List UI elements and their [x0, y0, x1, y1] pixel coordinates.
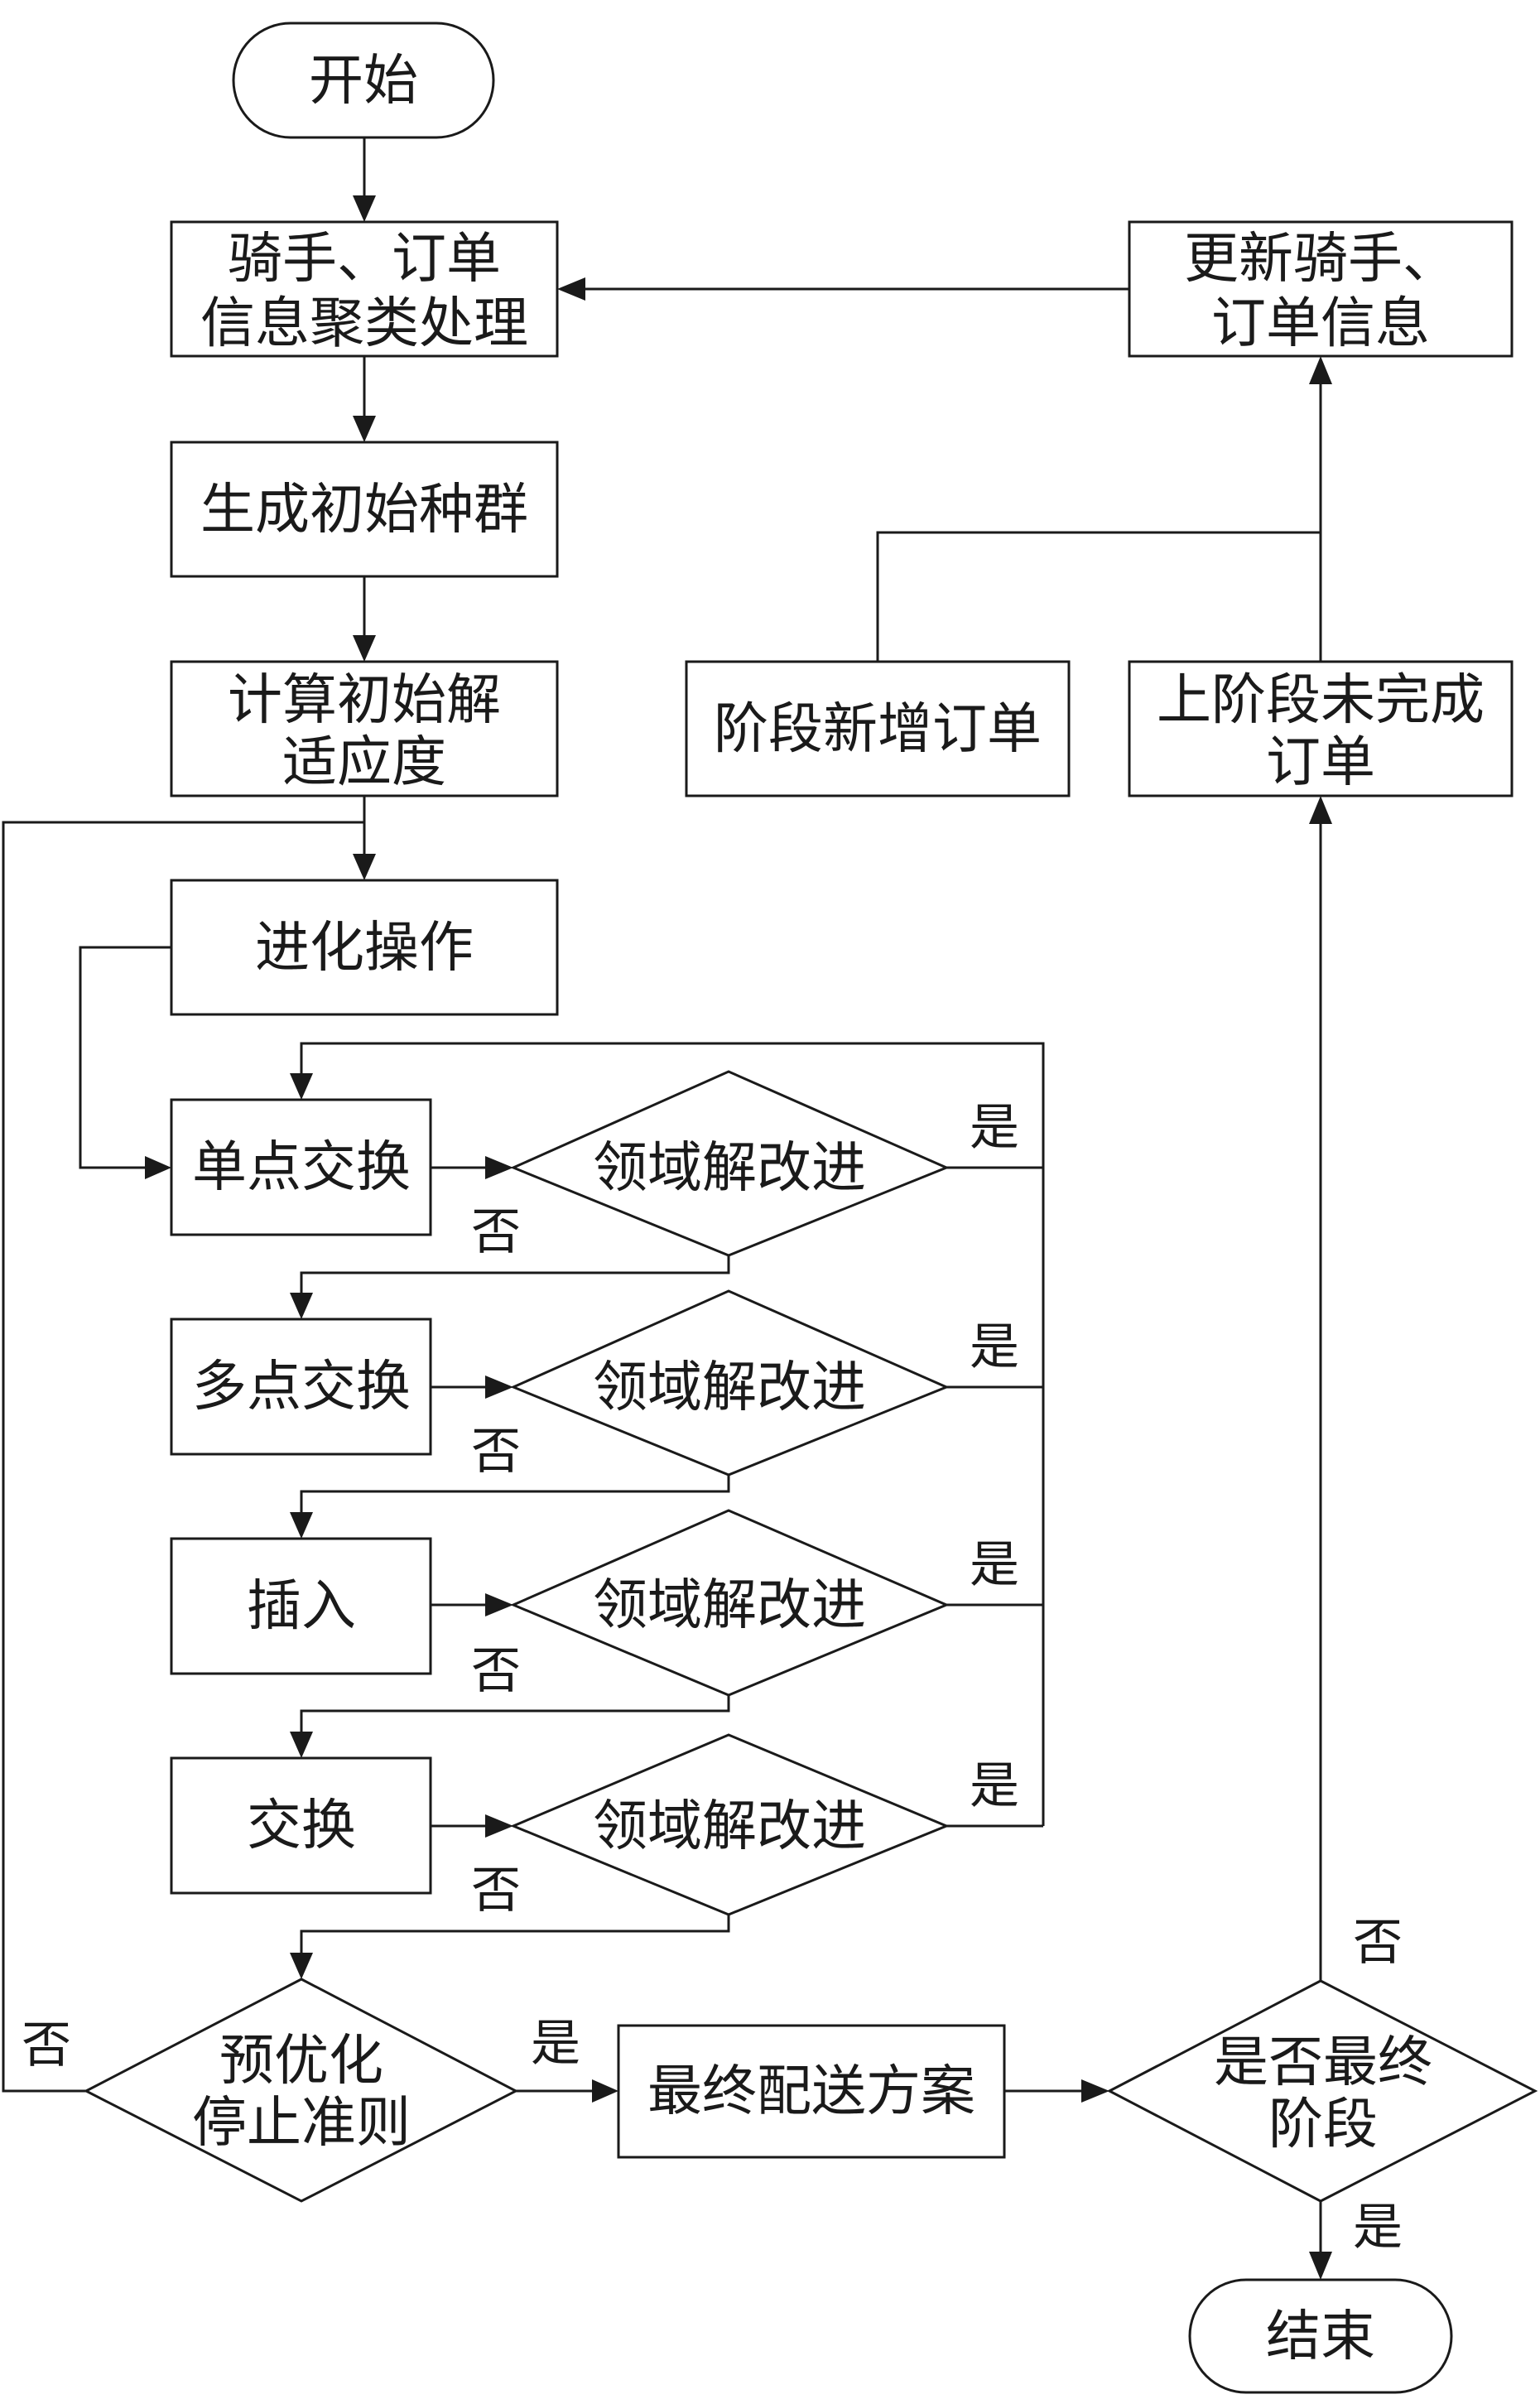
cluster-node: 骑手、订单 信息聚类处理: [170, 220, 559, 358]
final-plan-node: 最终配送方案: [617, 2024, 1006, 2159]
final-stage-label-line1: 是否最终: [1214, 2031, 1432, 2094]
new-orders-label: 阶段新增订单: [714, 697, 1042, 761]
update-label-line1: 更新骑手、: [1184, 227, 1457, 291]
final-stage-no-label: 否: [1353, 1914, 1403, 1972]
no-label-1: 否: [471, 1203, 521, 1261]
update-info-node: 更新骑手、 订单信息: [1128, 220, 1514, 358]
op-single-swap-node: 单点交换: [170, 1098, 432, 1236]
improve-diamond-4: 领域解改进: [510, 1733, 950, 1916]
improve-label-1: 领域解改进: [593, 1136, 866, 1200]
fitness-label-line2: 适应度: [282, 730, 446, 794]
stop-yes-label: 是: [531, 2015, 580, 2073]
end-label: 结束: [1266, 2305, 1375, 2368]
op-multi-swap-node: 多点交换: [170, 1318, 432, 1456]
final-stage-yes-label: 是: [1353, 2199, 1403, 2257]
improve-diamond-1: 领域解改进: [510, 1070, 950, 1257]
yes-label-3: 是: [970, 1536, 1019, 1594]
improve-diamond-2: 领域解改进: [510, 1289, 950, 1477]
end-node: 结束: [1188, 2278, 1453, 2394]
stop-no-label: 否: [22, 2016, 71, 2074]
final-stage-diamond: 是否最终 阶段: [1106, 1979, 1538, 2203]
no-label-4: 否: [471, 1862, 521, 1920]
improve-diamond-3: 领域解改进: [510, 1509, 950, 1697]
yes-label-4: 是: [970, 1757, 1019, 1815]
new-orders-node: 阶段新增订单: [685, 660, 1071, 797]
unfinished-label-line2: 订单: [1266, 730, 1375, 794]
improve-label-2: 领域解改进: [593, 1356, 866, 1419]
op-insert-node: 插入: [170, 1537, 432, 1675]
stop-criterion-diamond: 预优化 停止准则: [83, 1978, 519, 2203]
op-multi-swap-label: 多点交换: [192, 1355, 411, 1419]
evolve-node: 进化操作: [170, 879, 559, 1016]
connectors: [2, 137, 1332, 2280]
evolve-label: 进化操作: [255, 916, 474, 980]
op-insert-label: 插入: [247, 1574, 356, 1638]
stop-label-line2: 停止准则: [192, 2091, 411, 2155]
update-label-line2: 订单信息: [1211, 291, 1430, 355]
cluster-label-line1: 骑手、订单: [228, 227, 501, 291]
no-label-3: 否: [471, 1642, 521, 1700]
stop-label-line1: 预优化: [219, 2029, 383, 2093]
fitness-node: 计算初始解 适应度: [170, 660, 559, 797]
op-exchange-label: 交换: [247, 1794, 356, 1857]
yes-label-1: 是: [970, 1099, 1019, 1157]
yes-label-2: 是: [970, 1318, 1019, 1376]
op-single-swap-label: 单点交换: [192, 1135, 411, 1199]
start-label: 开始: [309, 49, 418, 113]
op-exchange-node: 交换: [170, 1756, 432, 1895]
no-label-2: 否: [471, 1423, 521, 1481]
cluster-label-line2: 信息聚类处理: [200, 291, 528, 355]
final-stage-label-line2: 阶段: [1268, 2093, 1378, 2156]
start-node: 开始: [232, 22, 495, 139]
final-plan-label: 最终配送方案: [647, 2060, 975, 2123]
unfinished-orders-node: 上阶段未完成 订单: [1128, 660, 1514, 797]
fitness-label-line1: 计算初始解: [228, 668, 501, 732]
improve-label-4: 领域解改进: [593, 1795, 866, 1858]
init-population-node: 生成初始种群: [170, 441, 559, 578]
branch-labels: 是 是 是 是 否 否 否 否 否 是 否 是: [22, 1099, 1403, 2257]
improve-label-3: 领域解改进: [593, 1573, 866, 1637]
init-population-label: 生成初始种群: [200, 478, 528, 542]
unfinished-label-line1: 上阶段未完成: [1157, 668, 1485, 732]
